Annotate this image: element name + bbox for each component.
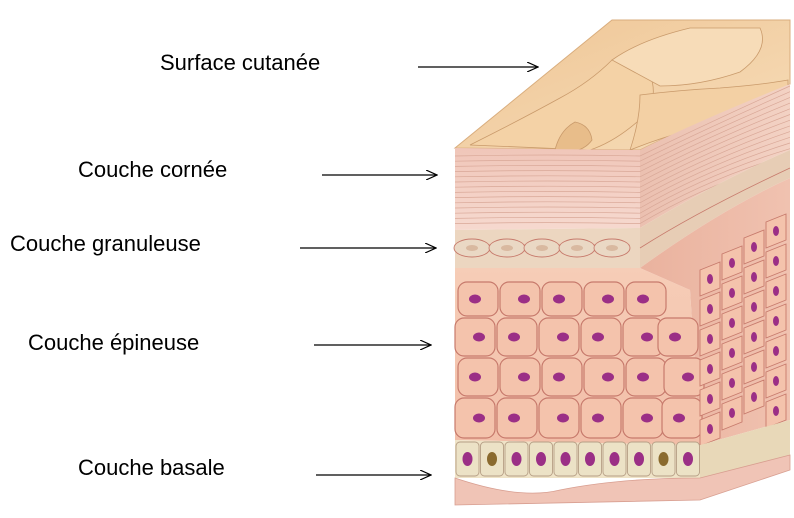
cell-nucleus <box>751 362 757 372</box>
cell-nucleus <box>641 414 653 423</box>
cell-nucleus <box>473 414 485 423</box>
cell-nucleus <box>729 408 735 418</box>
cell-nucleus <box>707 364 713 374</box>
cell-nucleus <box>751 392 757 402</box>
cell-nucleus <box>729 288 735 298</box>
cell-nucleus <box>637 373 649 382</box>
cell-nucleus <box>729 258 735 268</box>
cell-nucleus <box>669 333 681 342</box>
label-couche-basale: Couche basale <box>78 457 225 479</box>
label-couche-cornee: Couche cornée <box>78 159 227 181</box>
cell-nucleus <box>585 452 595 466</box>
cell-nucleus <box>553 373 565 382</box>
cell-nucleus <box>773 406 779 416</box>
cell-nucleus <box>553 295 565 304</box>
cell-nucleus <box>707 274 713 284</box>
cell-nucleus <box>773 316 779 326</box>
cell-nucleus <box>751 302 757 312</box>
granular-nucleus <box>501 245 513 251</box>
cell-nucleus <box>707 334 713 344</box>
label-couche-epineuse: Couche épineuse <box>28 332 199 354</box>
granular-nucleus <box>606 245 618 251</box>
cell-nucleus <box>469 295 481 304</box>
cell-nucleus <box>659 452 669 466</box>
label-couche-granuleuse: Couche granuleuse <box>10 233 201 255</box>
cell-nucleus <box>473 333 485 342</box>
cell-nucleus <box>773 346 779 356</box>
label-surface-cutanee: Surface cutanée <box>160 52 320 74</box>
cell-nucleus <box>751 332 757 342</box>
cell-nucleus <box>518 373 530 382</box>
granular-nucleus <box>571 245 583 251</box>
cell-nucleus <box>602 373 614 382</box>
cell-nucleus <box>729 348 735 358</box>
cell-nucleus <box>729 318 735 328</box>
cell-nucleus <box>773 226 779 236</box>
granular-nucleus <box>536 245 548 251</box>
cell-nucleus <box>707 394 713 404</box>
cell-nucleus <box>557 414 569 423</box>
cell-nucleus <box>518 295 530 304</box>
cell-nucleus <box>512 452 522 466</box>
cell-nucleus <box>641 333 653 342</box>
cell-nucleus <box>561 452 571 466</box>
cell-nucleus <box>557 333 569 342</box>
cell-nucleus <box>707 304 713 314</box>
cell-nucleus <box>463 452 473 466</box>
cell-nucleus <box>487 452 497 466</box>
cell-nucleus <box>773 256 779 266</box>
cell-nucleus <box>637 295 649 304</box>
cell-nucleus <box>751 272 757 282</box>
granular-nucleus <box>466 245 478 251</box>
cell-nucleus <box>673 414 685 423</box>
cell-nucleus <box>592 414 604 423</box>
cell-nucleus <box>610 452 620 466</box>
cell-nucleus <box>773 376 779 386</box>
cell-nucleus <box>729 378 735 388</box>
cell-nucleus <box>751 242 757 252</box>
cell-nucleus <box>634 452 644 466</box>
cell-nucleus <box>508 333 520 342</box>
cell-nucleus <box>536 452 546 466</box>
cell-nucleus <box>602 295 614 304</box>
cell-nucleus <box>469 373 481 382</box>
cell-nucleus <box>707 424 713 434</box>
cell-nucleus <box>773 286 779 296</box>
cell-nucleus <box>683 452 693 466</box>
cell-nucleus <box>508 414 520 423</box>
cell-nucleus <box>592 333 604 342</box>
cell-nucleus <box>682 373 694 382</box>
